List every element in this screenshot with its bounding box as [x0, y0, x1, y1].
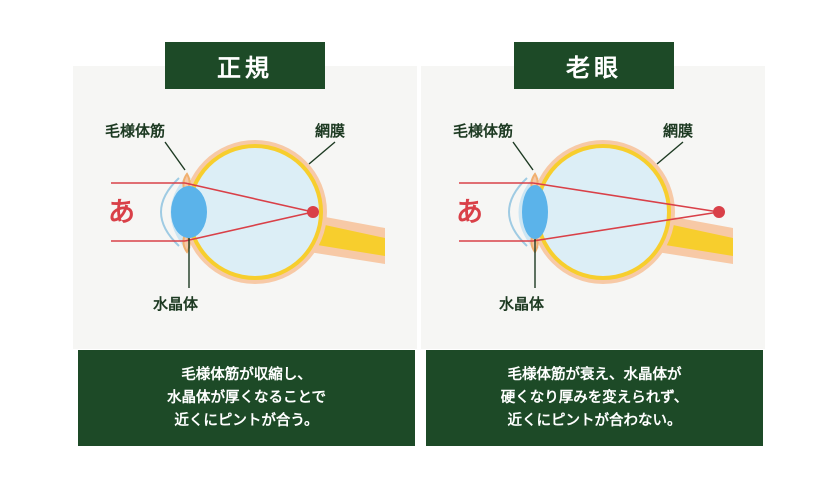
light-rays	[111, 182, 314, 242]
focal-point	[713, 206, 725, 218]
light-rays	[459, 182, 720, 242]
label-lens: 水晶体	[499, 295, 545, 313]
object-character: あ	[456, 197, 483, 228]
caption-box: 毛様体筋が衰え、水晶体が 硬くなり厚みを変えられず、 近くにピントが合わない。	[426, 350, 763, 446]
retina-leader	[308, 141, 336, 165]
lens-thin	[522, 185, 548, 239]
label-lens: 水晶体	[153, 295, 199, 313]
focal-point	[307, 206, 319, 218]
caption-line: 毛様体筋が衰え、水晶体が	[507, 366, 682, 383]
label-ciliary-muscle: 毛様体筋	[453, 122, 513, 140]
label-retina: 網膜	[315, 122, 345, 140]
eye-diagram-normal: あ 毛様体筋 網膜 水晶体	[105, 122, 385, 313]
caption-line: 近くにピントが合う。	[174, 412, 319, 429]
optic-nerve	[309, 214, 385, 264]
ciliary-leader	[512, 141, 534, 171]
caption-line: 近くにピントが合わない。	[507, 412, 682, 429]
caption-line: 硬くなり厚みを変えられず、	[500, 389, 689, 406]
eye-diagram-presbyopia: あ 毛様体筋 網膜 水晶体	[453, 122, 733, 313]
object-character: あ	[108, 197, 135, 228]
cornea-outline	[508, 177, 528, 247]
label-ciliary-muscle: 毛様体筋	[105, 122, 165, 140]
caption-box: 毛様体筋が収縮し、 水晶体が厚くなることで 近くにピントが合う。	[78, 350, 415, 446]
panel-title: 正規	[165, 42, 325, 89]
vitreous-body	[539, 148, 667, 276]
caption-line: 毛様体筋が収縮し、	[181, 366, 312, 383]
lens-thick	[171, 186, 207, 238]
cornea	[170, 176, 191, 250]
label-retina: 網膜	[663, 122, 693, 140]
cornea-outline	[160, 177, 180, 247]
vitreous-body	[191, 148, 319, 276]
cornea	[518, 176, 539, 250]
ciliary-leader	[164, 141, 186, 171]
caption-line: 水晶体が厚くなることで	[166, 389, 327, 406]
panel-normal: 正規 あ 毛様体筋 網膜	[73, 0, 417, 490]
retina-leader	[656, 141, 684, 165]
panel-title: 老眼	[514, 42, 674, 89]
optic-nerve	[657, 214, 733, 264]
panel-presbyopia: 老眼 あ 毛様体筋 網膜 水晶体 毛様体筋が衰え、水晶体が 硬くなり厚みを変	[421, 0, 765, 490]
